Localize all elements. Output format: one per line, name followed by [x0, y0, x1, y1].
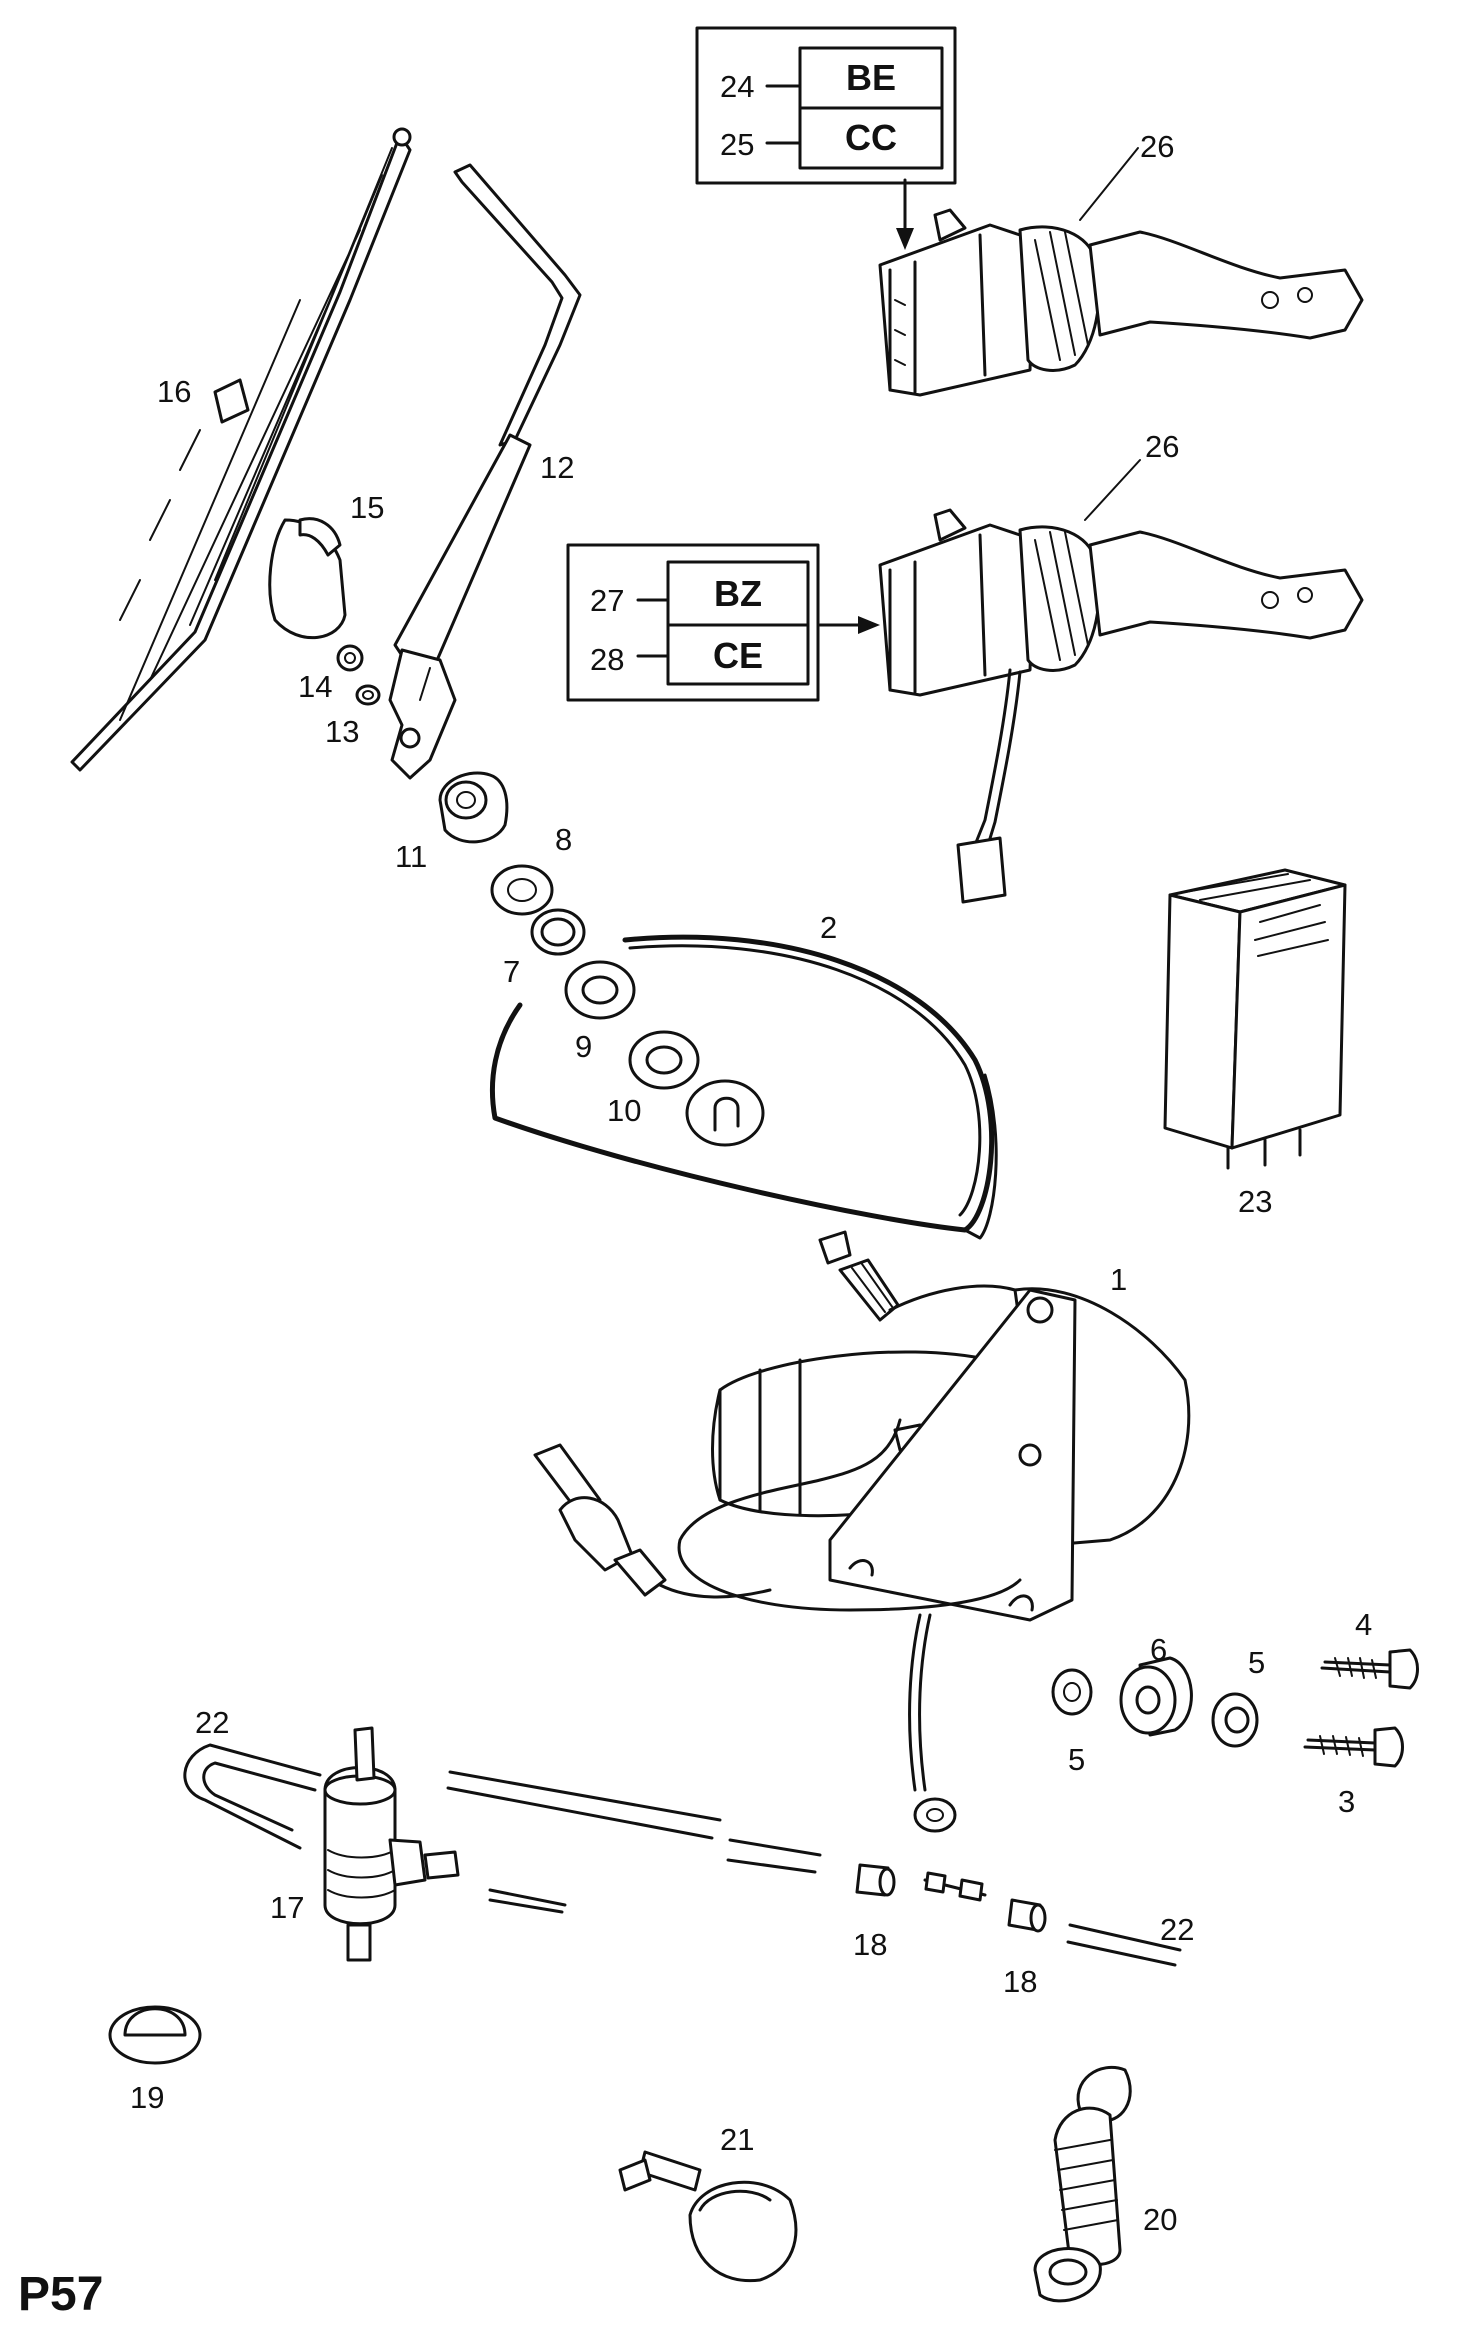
wiper-arm	[388, 163, 582, 780]
hose-connector-right	[1007, 1898, 1047, 1933]
grommet	[490, 864, 554, 916]
screw-lower	[1303, 1726, 1404, 1768]
washer-left	[1051, 1668, 1093, 1716]
washer-pump	[323, 1726, 460, 1962]
rubber-bush	[1119, 1656, 1193, 1737]
callout-3: 3	[1338, 1784, 1355, 1819]
leader-lines	[1079, 147, 1141, 521]
rubber-grommet	[108, 2005, 202, 2065]
callout-1: 1	[1110, 1262, 1127, 1297]
page-code: P57	[18, 2268, 103, 2321]
callout-17: 17	[270, 1890, 304, 1925]
callout-2: 2	[820, 910, 837, 945]
washer-jet	[618, 2150, 798, 2283]
cap	[268, 517, 347, 640]
variant-code-bz: BZ	[714, 573, 762, 614]
callout-12: 12	[540, 450, 574, 485]
callout-13: 13	[325, 714, 359, 749]
callout-18-right: 18	[1003, 1964, 1037, 1999]
callout-25: 25	[720, 127, 754, 162]
washer	[355, 684, 381, 706]
callout-21: 21	[720, 2122, 754, 2157]
bush	[564, 960, 636, 1020]
callout-24: 24	[720, 69, 754, 104]
callout-27: 27	[590, 583, 624, 618]
callout-7: 7	[503, 954, 520, 989]
wiper-blade	[70, 127, 412, 772]
callout-labels: 1 2 3 4 5 5 6 7 8 9 10 11 12 13 14 15 16…	[130, 69, 1372, 2237]
callout-22-left: 22	[195, 1705, 229, 1740]
bearing-grommet	[628, 1030, 700, 1090]
callout-23: 23	[1238, 1184, 1272, 1219]
callout-5-left: 5	[1068, 1742, 1085, 1777]
steering-column-switch-upper	[878, 208, 1364, 397]
washer-hose	[183, 1743, 1182, 1967]
callout-11: 11	[395, 839, 427, 874]
callout-16: 16	[157, 374, 191, 409]
hose-connector-middle	[923, 1871, 987, 1902]
callout-20: 20	[1143, 2202, 1177, 2237]
callout-26-lower: 26	[1145, 429, 1179, 464]
wiper-motor	[533, 1230, 1191, 1833]
relay	[1163, 868, 1347, 1170]
callout-28: 28	[590, 642, 624, 677]
callout-8: 8	[555, 822, 572, 857]
callout-6: 6	[1150, 1632, 1167, 1667]
callout-9: 9	[575, 1029, 592, 1064]
callout-18-left: 18	[853, 1927, 887, 1962]
hose-connector-left	[855, 1863, 896, 1897]
washer-right	[1211, 1692, 1259, 1748]
elbow-hose	[1033, 2065, 1132, 2303]
callout-19: 19	[130, 2080, 164, 2115]
variant-box-upper: BE CC	[695, 26, 957, 185]
variant-code-cc: CC	[845, 117, 897, 158]
callout-26-upper: 26	[1140, 129, 1174, 164]
cover-panel	[489, 934, 998, 1240]
callout-4: 4	[1355, 1607, 1372, 1642]
variant-code-be: BE	[846, 57, 896, 98]
callout-22-right: 22	[1160, 1912, 1194, 1947]
variant-arrows	[818, 178, 914, 634]
callout-15: 15	[350, 490, 384, 525]
callout-10: 10	[607, 1093, 641, 1128]
nut	[336, 644, 364, 672]
steering-column-switch-lower	[878, 508, 1364, 904]
variant-box-lower: BZ CE	[566, 543, 820, 702]
callout-14: 14	[298, 669, 332, 704]
cap-nut	[438, 771, 509, 844]
screw-upper	[1320, 1648, 1419, 1690]
callout-5-right: 5	[1248, 1645, 1265, 1680]
variant-code-ce: CE	[713, 635, 763, 676]
sealing-washer	[530, 908, 586, 956]
